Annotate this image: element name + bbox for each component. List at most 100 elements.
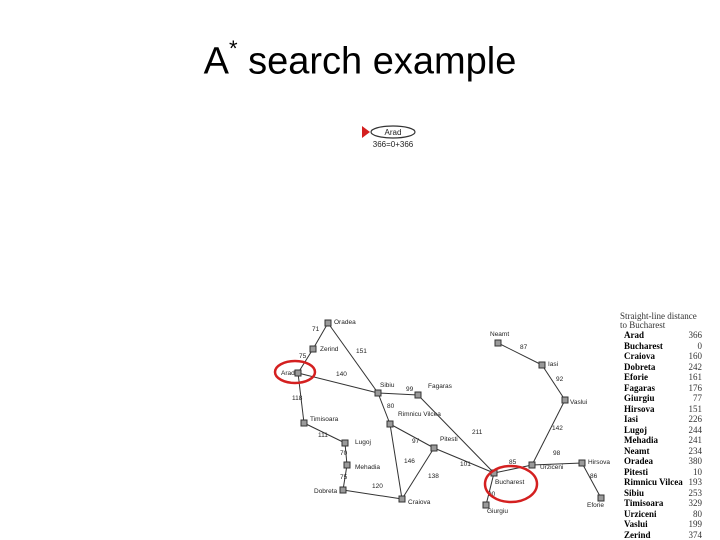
city-label-eforie: Eforie [587,502,604,509]
edge-hirsova-eforie [581,462,602,499]
heuristic-table: Straight-line distance to Bucharest Arad… [620,312,720,540]
tree-root-label: Arad [385,128,402,137]
distance-label: 85 [509,459,517,466]
distance-label: 151 [356,348,367,355]
city-node-dobreta [339,486,347,494]
edge-lugoj-mehadia [344,442,348,466]
edge-sibiu-fagaras [377,392,419,396]
distance-label: 87 [520,344,528,351]
distance-label: 97 [412,438,420,445]
city-node-fagaras [414,391,422,399]
edge-mehadia-dobreta [342,464,348,491]
tree-root-node [370,125,416,139]
highlight-circle-arad [273,359,317,385]
distance-label: 120 [372,483,383,490]
city-node-zerind [309,345,317,353]
edge-oradea-sibiu [327,322,379,394]
edge-sibiu-rimnicu [377,392,391,425]
edge-arad-timisoara [297,372,305,424]
city-node-hirsova [578,459,586,467]
edge-zerind-arad [297,348,314,374]
edge-craiova-pitesti [401,447,435,500]
edge-fagaras-bucharest [417,394,495,474]
distance-label: 140 [336,371,347,378]
highlight-circle-bucharest [483,464,539,504]
edge-arad-sibiu [297,372,379,394]
city-node-sibiu [374,389,382,397]
edge-dobreta-craiova [342,489,403,500]
edge-vaslui-iasi [541,364,566,401]
distance-label: 101 [460,461,471,468]
city-label-mehadia: Mehadia [355,464,380,471]
distance-label: 75 [299,353,307,360]
distance-label: 70 [340,450,348,457]
city-label-bucharest: Bucharest [495,479,524,486]
edge-rimnicu-craiova [389,423,403,500]
current-node-marker-icon [362,126,370,138]
city-label-giurgiu: Giurgiu [487,508,508,515]
city-node-lugoj [341,439,349,447]
city-label-iasi: Iasi [548,361,558,368]
distance-label: 92 [556,376,564,383]
city-node-urziceni [528,461,536,469]
city-node-giurgiu [482,501,490,509]
city-label-sibiu: Sibiu [380,382,395,389]
city-label-fagaras: Fagaras [428,383,453,390]
distance-label: 211 [472,429,483,436]
tree-root-f-value: 366=0+366 [373,140,414,149]
search-tree: Arad 366=0+366 [362,125,416,149]
distance-label: 118 [292,395,303,402]
edge-bucharest-giurgiu [485,472,495,506]
city-label-vaslui: Vaslui [570,399,587,406]
city-label-craiova: Craiova [408,499,431,506]
edge-urziceni-hirsova [531,462,583,466]
city-node-craiova [398,495,406,503]
city-label-zerind: Zerind [320,346,339,353]
city-label-rimnicu: Rimnicu Vilcea [398,411,441,418]
city-label-hirsova: Hirsova [588,459,610,466]
city-node-arad [294,369,302,377]
city-label-pitesti: Pitesti [440,436,458,443]
city-node-timisoara [300,419,308,427]
map-nodes [294,319,605,509]
heuristic-table-header-line-2: to Bucharest [620,320,666,330]
distance-label: 99 [406,386,414,393]
distance-label: 111 [318,432,328,439]
city-label-arad: Arad [281,370,295,377]
heuristic-table-header-line-1: Straight-line distance [620,311,697,321]
edge-timisoara-lugoj [303,422,346,444]
city-label-urziceni: Urziceni [540,464,563,471]
city-node-eforie [597,494,605,502]
city-label-lugoj: Lugoj [355,439,371,446]
distance-label: 90 [488,491,496,498]
distance-label: 142 [552,425,563,432]
slide-title: A* search example [203,36,517,83]
city-label-timisoara: Timisoara [310,416,339,423]
city-node-vaslui [561,396,569,404]
distance-label: 138 [428,473,439,480]
edge-rimnicu-pitesti [389,423,435,449]
city-label-oradea: Oradea [334,319,356,326]
city-node-pitesti [430,444,438,452]
distance-label: 86 [590,473,598,480]
city-label-dobreta: Dobreta [314,488,338,495]
